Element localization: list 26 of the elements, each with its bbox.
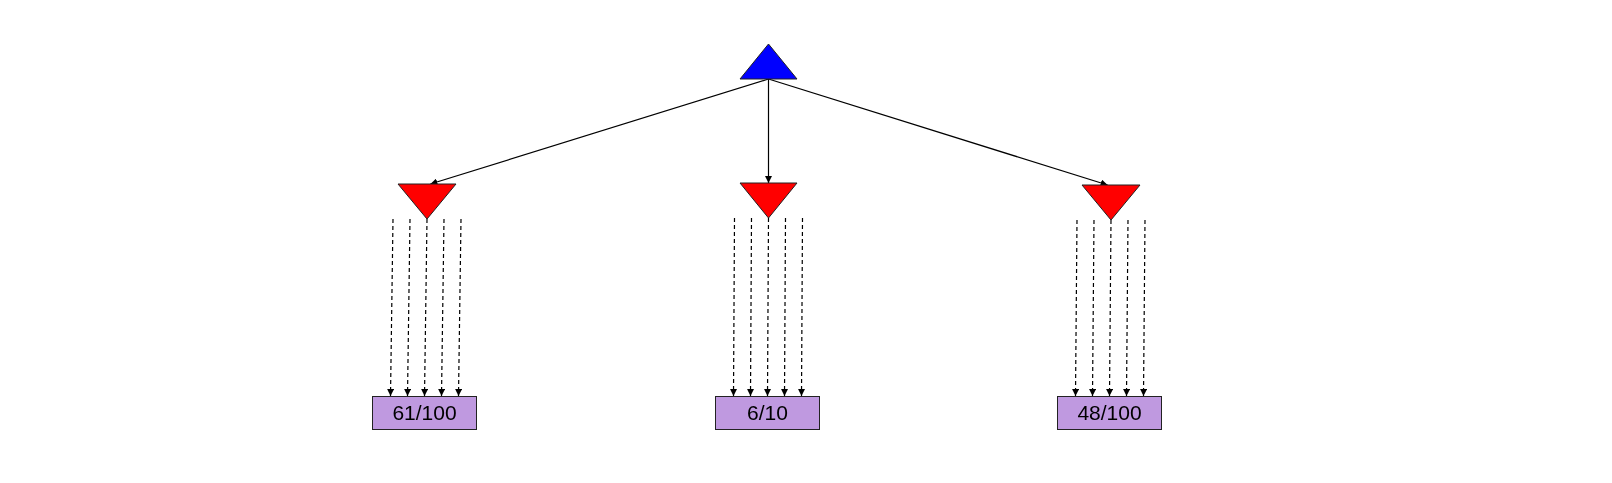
- arrow: [747, 217, 755, 397]
- score-box: [715, 396, 820, 430]
- arrow: [1072, 219, 1080, 397]
- score-box: [1057, 396, 1162, 430]
- arrow: [730, 217, 738, 397]
- arrow: [1140, 219, 1148, 397]
- inverted-triangle-marker: [398, 184, 456, 219]
- score-label: 48/100: [1077, 401, 1142, 425]
- arrow: [438, 218, 446, 397]
- arrow: [421, 218, 429, 397]
- arrow: [387, 218, 395, 397]
- arrow: [764, 217, 772, 397]
- arrow: [798, 217, 806, 397]
- arrow: [404, 218, 412, 397]
- score-label: 61/100: [392, 401, 457, 425]
- triangle-marker: [740, 44, 797, 79]
- arrow: [455, 218, 463, 397]
- arrow: [1123, 219, 1131, 397]
- score-box: [372, 396, 477, 430]
- arrow: [781, 217, 789, 397]
- inverted-triangle-marker: [1082, 185, 1140, 220]
- arrow: [1089, 219, 1097, 397]
- score-label: 6/10: [747, 401, 788, 425]
- arrow: [1106, 219, 1114, 397]
- inverted-triangle-marker: [740, 183, 797, 218]
- arrow: [765, 78, 772, 184]
